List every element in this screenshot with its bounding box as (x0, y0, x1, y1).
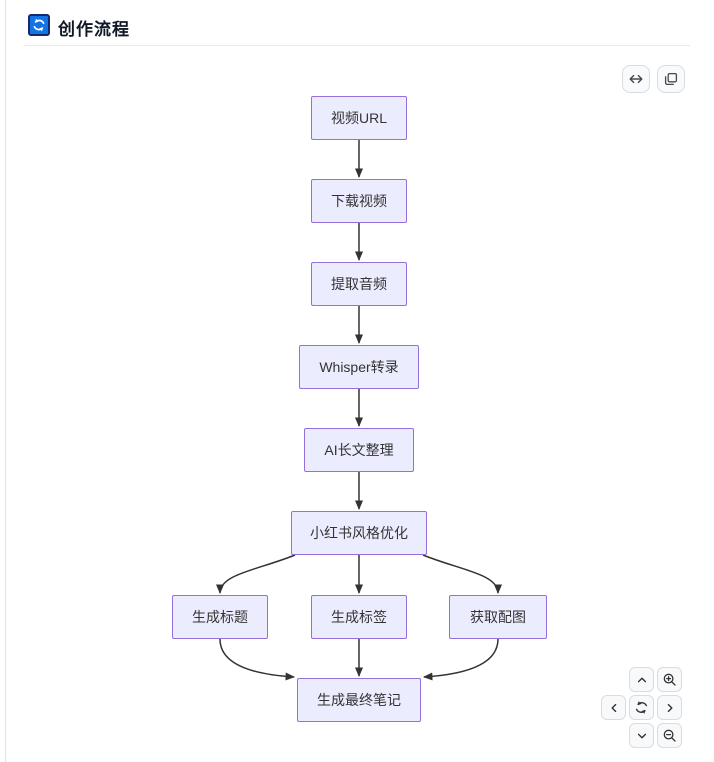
page-title: 创作流程 (58, 20, 130, 39)
sync-icon (28, 14, 50, 36)
zoom-in-icon (663, 673, 676, 686)
flow-node-video_url: 视频URL (311, 96, 407, 140)
zoom-out-button[interactable] (657, 723, 682, 748)
flow-node-download: 下载视频 (311, 179, 407, 223)
copy-icon (664, 72, 678, 86)
chevron-up-icon (637, 676, 646, 682)
pan-right-button[interactable] (657, 695, 682, 720)
header-divider (24, 45, 690, 46)
flow-node-extract_audio: 提取音频 (311, 262, 407, 306)
zoom-out-icon (663, 729, 676, 742)
flow-node-xhs_style: 小红书风格优化 (291, 511, 427, 555)
copy-button[interactable] (657, 65, 685, 93)
flow-node-get_image: 获取配图 (449, 595, 547, 639)
zoom-in-button[interactable] (657, 667, 682, 692)
flow-node-gen_title: 生成标题 (172, 595, 268, 639)
flow-node-ai_article: AI长文整理 (304, 428, 414, 472)
chevron-left-icon (610, 703, 616, 712)
flowchart-canvas[interactable]: 视频URL 下载视频提取音频 Whisper转录 AI长文整理小红书风格优化生成标题生… (0, 46, 714, 762)
expand-width-button[interactable] (622, 65, 650, 93)
pan-left-button[interactable] (601, 695, 626, 720)
chevron-right-icon (667, 703, 673, 712)
chevron-down-icon (637, 733, 646, 739)
reset-view-button[interactable] (629, 695, 654, 720)
panel-left-border (5, 0, 6, 762)
flow-node-whisper: Whisper转录 (299, 345, 419, 389)
pan-up-button[interactable] (629, 667, 654, 692)
flow-node-gen_tags: 生成标签 (311, 595, 407, 639)
arrows-horizontal-icon (629, 74, 643, 84)
pan-down-button[interactable] (629, 723, 654, 748)
refresh-icon (635, 701, 648, 714)
flow-node-final_note: 生成最终笔记 (297, 678, 421, 722)
